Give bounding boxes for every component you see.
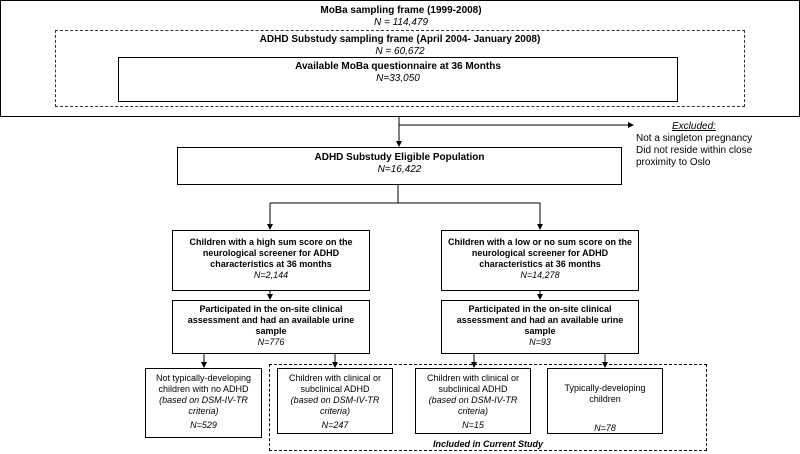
excluded-line-1: Not a singleton pregnancy bbox=[636, 133, 753, 144]
leaf2-line-2: subclinical ADHD bbox=[300, 384, 370, 394]
low-n: N=14,278 bbox=[520, 270, 560, 280]
leaf3-n: N=15 bbox=[462, 420, 484, 430]
leaf3-line-2: subclinical ADHD bbox=[438, 384, 508, 394]
leaf1-line-4: criteria) bbox=[188, 406, 219, 416]
leaf1-line-2: children with no ADHD bbox=[158, 384, 249, 394]
leaf2-line-1: Children with clinical or bbox=[288, 373, 382, 383]
exclusion-note: Excluded: Not a singleton pregnancy Did … bbox=[636, 121, 796, 169]
leaf3-line-3: (based on DSM-IV-TR bbox=[428, 395, 518, 405]
leaf1-line-3: (based on DSM-IV-TR bbox=[159, 395, 248, 405]
leaf-not-typically-developing: Not typically-developing children with n… bbox=[145, 368, 262, 438]
eligible-population-box: ADHD Substudy Eligible Population N=16,4… bbox=[177, 147, 622, 185]
low-line-2: neurological screener for ADHD bbox=[471, 248, 609, 258]
moba-frame-title: MoBa sampling frame (1999-2008) bbox=[320, 5, 482, 16]
low-score-box: Children with a low or no sum score on t… bbox=[441, 230, 639, 291]
leaf4-line-2: children bbox=[589, 394, 621, 404]
leaf-adhd-low-group: Children with clinical or subclinical AD… bbox=[415, 368, 531, 434]
leaf4-line-1: Typically-developing bbox=[564, 383, 646, 393]
high-n: N=2,144 bbox=[253, 270, 289, 280]
part-high-line-1: Participated in the on-site clinical bbox=[199, 304, 343, 314]
part-low-line-1: Participated in the on-site clinical bbox=[468, 304, 612, 314]
part-low-line-2: assessment and had an available urine bbox=[456, 315, 624, 325]
low-line-3: characteristics at 36 months bbox=[479, 259, 601, 269]
substudy-frame-n: N = 60,672 bbox=[375, 46, 425, 57]
low-line-1: Children with a low or no sum score on t… bbox=[447, 237, 633, 247]
questionnaire-n: N=33,050 bbox=[376, 73, 420, 84]
eligible-n: N=16,422 bbox=[377, 164, 422, 175]
excluded-line-2: Did not reside within close bbox=[636, 145, 753, 156]
high-score-box: Children with a high sum score on the ne… bbox=[172, 230, 370, 291]
leaf1-line-1: Not typically-developing bbox=[155, 373, 252, 383]
participated-high-box: Participated in the on-site clinical ass… bbox=[172, 300, 370, 354]
leaf3-line-4: criteria) bbox=[457, 406, 488, 416]
participated-low-box: Participated in the on-site clinical ass… bbox=[441, 300, 639, 354]
high-line-1: Children with a high sum score on the bbox=[189, 237, 353, 247]
leaf1-n: N=529 bbox=[190, 420, 217, 430]
leaf-adhd-high-group: Children with clinical or subclinical AD… bbox=[277, 368, 393, 434]
part-high-n: N=776 bbox=[257, 337, 285, 347]
part-high-line-2: assessment and had an available urine bbox=[187, 315, 355, 325]
leaf2-line-4: criteria) bbox=[319, 406, 350, 416]
leaf-typically-developing: Typically-developing children N=78 bbox=[547, 368, 663, 434]
excluded-heading: Excluded: bbox=[672, 121, 716, 132]
included-caption: Included in Current Study bbox=[432, 439, 543, 449]
eligible-title: ADHD Substudy Eligible Population bbox=[314, 152, 485, 163]
part-high-line-3: sample bbox=[255, 326, 287, 336]
leaf3-line-1: Children with clinical or bbox=[426, 373, 520, 383]
moba-frame-n: N = 114,479 bbox=[373, 17, 429, 28]
substudy-frame-title: ADHD Substudy sampling frame (April 2004… bbox=[259, 34, 541, 45]
leaf2-n: N=247 bbox=[321, 420, 349, 430]
high-line-3: characteristics at 36 months bbox=[210, 259, 332, 269]
part-low-line-3: sample bbox=[524, 326, 556, 336]
included-in-study-region bbox=[269, 364, 707, 451]
leaf4-n: N=78 bbox=[594, 423, 616, 433]
part-low-n: N=93 bbox=[529, 337, 551, 347]
high-line-2: neurological screener for ADHD bbox=[202, 248, 340, 258]
excluded-line-3: proximity to Oslo bbox=[636, 157, 711, 168]
questionnaire-36-months-box: Available MoBa questionnaire at 36 Month… bbox=[118, 57, 678, 102]
questionnaire-title: Available MoBa questionnaire at 36 Month… bbox=[295, 61, 501, 72]
leaf2-line-3: (based on DSM-IV-TR bbox=[290, 395, 380, 405]
